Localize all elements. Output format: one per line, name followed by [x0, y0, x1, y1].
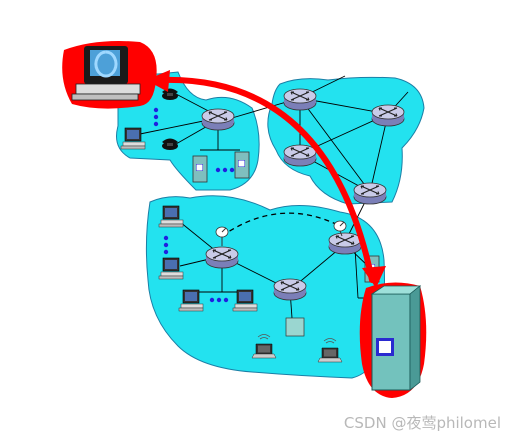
- source-host-highlight: [62, 41, 157, 109]
- router-icon: [371, 104, 405, 127]
- access-network-top-left: [116, 71, 260, 191]
- router-icon: [201, 108, 235, 131]
- telephone-icon: [162, 88, 178, 100]
- router-icon: [273, 278, 307, 301]
- server-icon: [192, 155, 208, 183]
- access-point-icon: [285, 317, 305, 337]
- router-icon: [328, 232, 362, 255]
- router-icon: [205, 246, 239, 269]
- ellipsis-dots: [153, 107, 235, 303]
- satellite-dish-icon: [333, 220, 347, 237]
- router-icon: [353, 182, 387, 205]
- telephone-icon: [162, 138, 178, 150]
- server-icon: [234, 151, 250, 179]
- satellite-dish-icon: [215, 226, 229, 246]
- watermark: CSDN @夜莺philomel: [343, 414, 501, 432]
- destination-server-highlight: [359, 282, 427, 398]
- router-icon: [283, 88, 317, 111]
- router-icon: [283, 144, 317, 167]
- end-to-end-path-arrow: [146, 70, 386, 288]
